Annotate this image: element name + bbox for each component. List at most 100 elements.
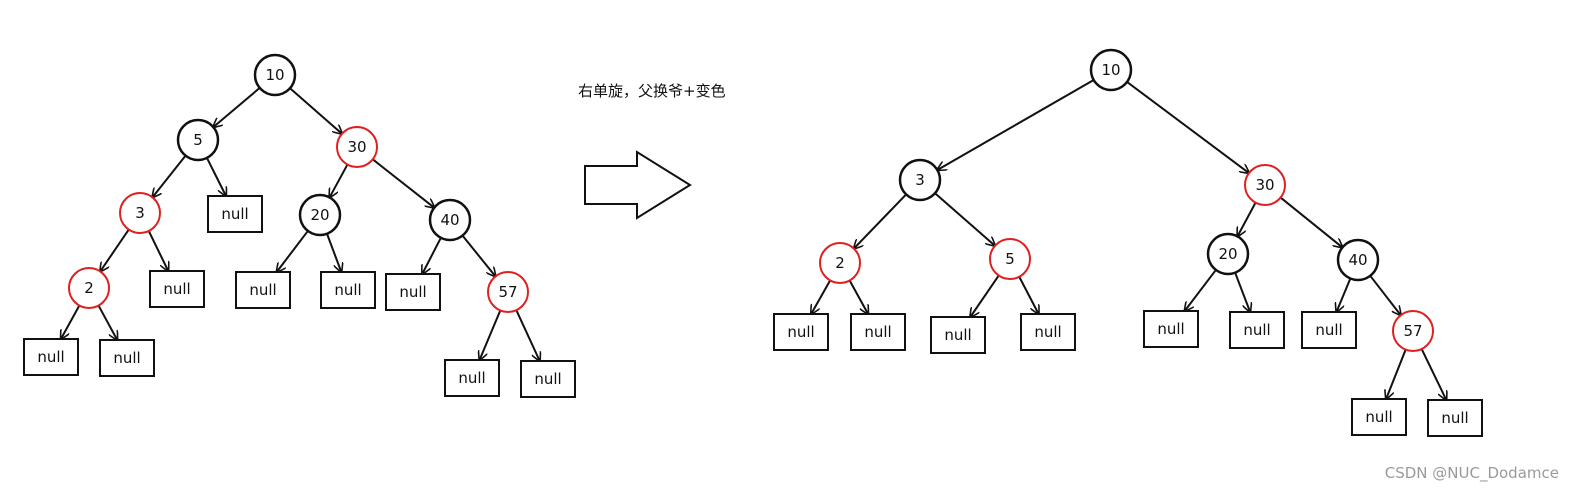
null-leaf: null — [23, 338, 79, 376]
edge-m57-c57l — [1386, 349, 1407, 399]
edge-m40-m57 — [1369, 275, 1401, 315]
null-label: null — [787, 323, 814, 341]
edge-m2-c2l — [811, 279, 832, 314]
edge-m2-c2r — [848, 280, 868, 314]
edge-m20-c20r — [1234, 272, 1250, 312]
edge-m10-m30 — [1126, 81, 1249, 173]
null-box — [1301, 311, 1357, 349]
tree-node-10: 10 — [1089, 48, 1133, 92]
tree-node-20: 20 — [1206, 232, 1250, 276]
null-leaf: null — [149, 270, 205, 308]
tree-node-30: 30 — [336, 126, 378, 168]
edge-n10-n30 — [289, 87, 342, 134]
null-box — [930, 316, 986, 354]
node-circle — [119, 192, 161, 234]
null-leaf: null — [1351, 398, 1407, 436]
edge-n5-b5 — [206, 157, 226, 196]
null-label: null — [1315, 321, 1342, 339]
edge-n30-n20 — [330, 164, 349, 198]
edge-n2-b2l — [61, 305, 81, 339]
tree-node-3: 3 — [898, 158, 942, 202]
node-circle — [898, 158, 942, 202]
edge-m20-c20l — [1185, 269, 1217, 311]
null-label: null — [944, 326, 971, 344]
null-box — [149, 270, 205, 308]
tree-node-3: 3 — [119, 192, 161, 234]
edge-m5-c5r — [1018, 276, 1038, 314]
null-box — [773, 313, 829, 351]
null-label: null — [334, 281, 361, 299]
node-label: 3 — [915, 171, 925, 189]
null-box — [385, 273, 441, 311]
node-label: 40 — [440, 211, 459, 229]
node-label: 10 — [265, 66, 284, 84]
null-box — [99, 339, 155, 377]
edge-n30-n40 — [372, 158, 435, 207]
edge-n57-b57r — [515, 309, 539, 361]
null-box — [207, 195, 263, 233]
null-leaf: null — [320, 271, 376, 309]
edge-m40-c40 — [1336, 278, 1352, 312]
tree-node-40: 40 — [428, 198, 472, 242]
edge-n3-n2 — [100, 228, 130, 272]
null-label: null — [1441, 409, 1468, 427]
null-box — [850, 313, 906, 351]
null-label: null — [864, 323, 891, 341]
node-circle — [336, 126, 378, 168]
node-circle — [298, 193, 342, 237]
edge-n10-n5 — [213, 87, 261, 127]
node-label: 5 — [193, 131, 203, 149]
null-label: null — [399, 283, 426, 301]
null-leaf: null — [235, 271, 291, 309]
null-label: null — [458, 369, 485, 387]
null-leaf: null — [207, 195, 263, 233]
null-label: null — [163, 280, 190, 298]
edge-m57-c57r — [1420, 348, 1447, 400]
tree-node-5: 5 — [989, 238, 1031, 280]
tree-node-40: 40 — [1336, 238, 1380, 282]
null-box — [1351, 398, 1407, 436]
node-label: 30 — [1255, 176, 1274, 194]
null-label: null — [221, 205, 248, 223]
null-box — [1427, 399, 1483, 437]
node-label: 10 — [1101, 61, 1120, 79]
node-circle — [253, 53, 297, 97]
null-box — [235, 271, 291, 309]
edge-n5-n3 — [152, 155, 187, 198]
tree-before: 10 5 30 3 20 40 2 57 null null null null null null nul… — [23, 53, 576, 398]
null-box — [1229, 311, 1285, 349]
edge-m3-m5 — [934, 192, 995, 246]
null-leaf: null — [99, 339, 155, 377]
tree-node-57: 57 — [1392, 310, 1434, 352]
node-circle — [176, 118, 220, 162]
node-label: 40 — [1348, 251, 1367, 269]
node-circle — [1244, 164, 1286, 206]
edge-m30-m20 — [1237, 202, 1257, 237]
node-circle — [819, 242, 861, 284]
null-label: null — [37, 348, 64, 366]
null-leaf: null — [1020, 313, 1076, 351]
null-leaf: null — [1143, 310, 1199, 348]
node-label: 57 — [1403, 322, 1422, 340]
node-circle — [487, 271, 529, 313]
null-label: null — [113, 349, 140, 367]
null-box — [1020, 313, 1076, 351]
node-label: 20 — [310, 206, 329, 224]
null-leaf: null — [773, 313, 829, 351]
null-box — [444, 359, 500, 397]
null-leaf: null — [1229, 311, 1285, 349]
tree-node-2: 2 — [819, 242, 861, 284]
node-label: 57 — [498, 283, 517, 301]
right-arrow-icon — [584, 150, 692, 220]
edge-n20-b20l — [277, 230, 309, 272]
null-box — [320, 271, 376, 309]
tree-node-2: 2 — [68, 267, 110, 309]
null-leaf: null — [520, 360, 576, 398]
tree-node-10: 10 — [253, 53, 297, 97]
edge-m10-m3 — [937, 79, 1095, 170]
node-label: 5 — [1005, 250, 1015, 268]
node-circle — [1089, 48, 1133, 92]
edge-m3-m2 — [854, 193, 907, 248]
null-leaf: null — [385, 273, 441, 311]
